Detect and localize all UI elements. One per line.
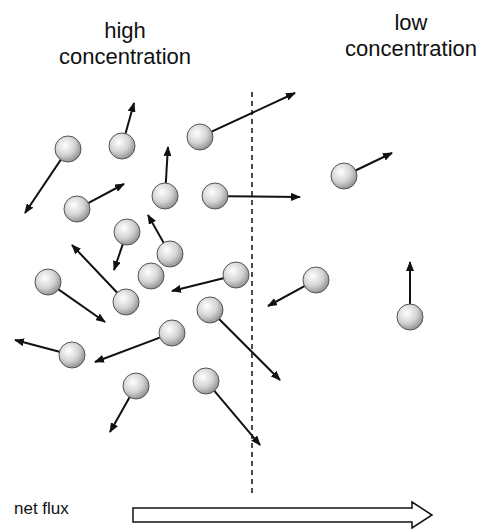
velocity-arrow <box>114 242 123 270</box>
velocity-arrow <box>57 288 105 322</box>
velocity-arrow <box>148 215 165 244</box>
particle <box>114 219 140 245</box>
velocity-arrow <box>218 318 280 380</box>
net-flux-arrow <box>133 502 432 528</box>
particle <box>202 183 228 209</box>
velocity-arrow <box>87 184 124 204</box>
particle <box>193 368 219 394</box>
particle <box>138 263 164 289</box>
velocity-arrow <box>226 195 300 198</box>
particle <box>123 373 149 399</box>
particle <box>55 136 81 162</box>
velocity-arrow <box>354 153 392 171</box>
particle <box>223 262 249 288</box>
particles <box>15 93 423 445</box>
velocity-arrow <box>172 278 225 291</box>
particle <box>109 133 135 159</box>
region-label: low concentration <box>336 10 486 63</box>
particle <box>159 320 185 346</box>
velocity-arrow <box>72 245 118 294</box>
velocity-arrow <box>268 285 306 306</box>
velocity-arrow <box>213 389 260 445</box>
region-label: high concentration <box>45 18 205 71</box>
particle <box>113 289 139 315</box>
velocity-arrow <box>210 93 295 132</box>
particle <box>59 342 85 368</box>
flux-label: net flux <box>14 499 69 519</box>
velocity-arrow <box>409 262 411 306</box>
velocity-arrow <box>15 340 61 352</box>
velocity-arrow <box>25 158 62 213</box>
velocity-arrow <box>166 147 168 185</box>
particle <box>303 267 329 293</box>
particle <box>64 196 90 222</box>
particle <box>187 124 213 150</box>
particle <box>331 163 357 189</box>
particle <box>152 183 178 209</box>
particle <box>35 269 61 295</box>
velocity-arrow <box>95 337 162 362</box>
velocity-arrow <box>110 396 131 432</box>
particle <box>197 297 223 323</box>
velocity-arrow <box>125 103 134 135</box>
particle <box>397 304 423 330</box>
particle <box>157 241 183 267</box>
